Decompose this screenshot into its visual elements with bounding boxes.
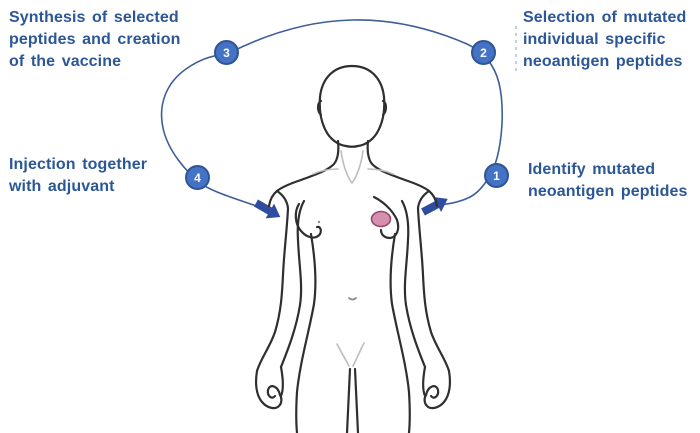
- right-clavicle-line: [367, 168, 394, 175]
- right-inner-leg: [353, 367, 360, 433]
- right-pubic-line: [352, 342, 365, 367]
- right-neck-shoulder: [366, 139, 439, 208]
- left-arm-inner: [279, 199, 306, 369]
- step-badge-1: 1: [484, 163, 509, 188]
- neck-v-line: [340, 150, 364, 184]
- step-label-synthesis: Synthesis of selected peptides and creat…: [9, 9, 181, 70]
- left-hand-outline: [254, 369, 283, 410]
- human-figure: [254, 64, 452, 433]
- left-hand-inner: [279, 365, 284, 398]
- right-ear-outline: [381, 99, 388, 117]
- left-hand-curl: [266, 385, 282, 399]
- step-number-2: 2: [480, 45, 487, 60]
- right-hand-inner: [422, 365, 427, 398]
- right-breast-outline: [372, 195, 400, 240]
- flow-arrow-from-body-icon: [421, 196, 448, 216]
- navel-mark: [348, 297, 357, 301]
- step-badge-2: 2: [471, 40, 496, 65]
- body-detail-lines: [312, 150, 394, 367]
- head-outline: [318, 64, 386, 148]
- tumor-marker: [370, 210, 392, 228]
- step-number-1: 1: [493, 168, 500, 183]
- flow-arrow-into-body-icon: [254, 199, 281, 219]
- step-label-selection: Selection of mutated individual specific…: [523, 9, 687, 70]
- step-label-identify: Identify mutated neoantigen peptides: [528, 161, 688, 200]
- nipple-dot: [317, 220, 321, 224]
- left-arm-outer: [255, 189, 290, 373]
- step-badge-3: 3: [214, 40, 239, 65]
- loop-curve: [160, 19, 503, 209]
- right-hand-outline: [423, 369, 452, 410]
- right-arm-inner: [400, 199, 427, 369]
- step-number-3: 3: [223, 45, 230, 60]
- left-clavicle-line: [312, 168, 339, 175]
- cycle-loop: [160, 19, 503, 209]
- left-inner-leg: [345, 367, 352, 433]
- left-pubic-line: [336, 343, 350, 367]
- step-number-4: 4: [194, 170, 201, 185]
- left-neck-shoulder: [267, 139, 340, 208]
- torso-left: [295, 232, 317, 433]
- step-badge-4: 4: [185, 165, 210, 190]
- step-label-injection: Injection together with adjuvant: [9, 156, 148, 195]
- left-ear-outline: [316, 99, 323, 117]
- right-arm-outer: [416, 189, 451, 373]
- right-hand-curl: [424, 385, 440, 399]
- torso-right: [389, 232, 411, 433]
